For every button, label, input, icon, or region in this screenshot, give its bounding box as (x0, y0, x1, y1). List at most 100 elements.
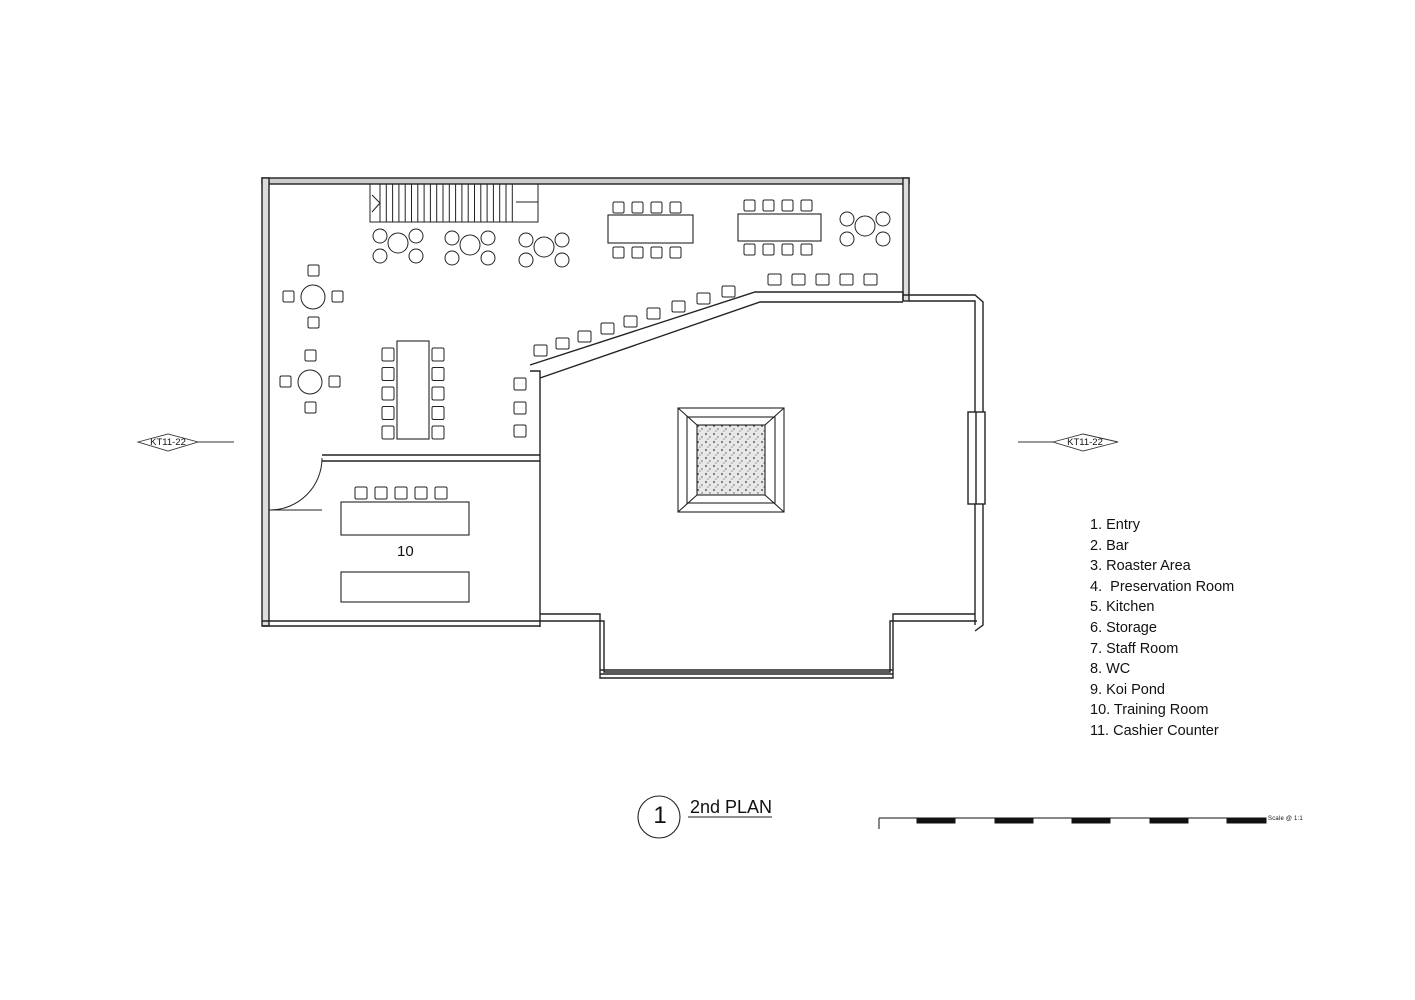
chair (434, 486, 448, 500)
chair (304, 349, 317, 362)
chair (839, 211, 855, 227)
chair (408, 228, 424, 244)
bar-stool (791, 273, 806, 286)
bar-stool (815, 273, 830, 286)
chair (381, 367, 395, 381)
chair (372, 228, 388, 244)
chair (381, 386, 395, 401)
chair (408, 248, 424, 264)
legend-item: 11. Cashier Counter (1090, 722, 1219, 739)
chair (279, 375, 292, 388)
bar-stool (623, 315, 638, 328)
chair (431, 425, 445, 440)
chair (743, 243, 756, 256)
plan-title-marker (637, 795, 772, 839)
legend-item: 9. Koi Pond (1090, 681, 1165, 698)
chair (480, 230, 496, 246)
legend-item: 4. Preservation Room (1090, 578, 1235, 595)
bar-stool (555, 337, 570, 350)
chair (431, 367, 445, 381)
bar-stool (577, 330, 592, 343)
chair (381, 347, 395, 362)
bar-stool (513, 401, 527, 415)
training-tables (340, 213, 822, 603)
bar-stool (721, 285, 736, 298)
chair (307, 264, 320, 277)
room-legend: 1. Entry 2. Bar 3. Roaster Area 4. Prese… (1090, 515, 1234, 742)
chair (781, 199, 794, 212)
chair (650, 246, 663, 259)
chair (800, 243, 813, 256)
chair (431, 347, 445, 362)
round-table (854, 215, 876, 237)
chair (480, 250, 496, 266)
chair (328, 375, 341, 388)
bar-stool (646, 307, 661, 320)
bar-stool (533, 344, 548, 357)
legend-item: 7. Staff Room (1090, 640, 1179, 657)
chair (307, 316, 320, 329)
koi-pond (677, 407, 785, 513)
chair (762, 199, 775, 212)
round-table (300, 284, 326, 310)
bar-stool (863, 273, 878, 286)
chair (372, 248, 388, 264)
chair (381, 425, 395, 440)
round-table (387, 232, 409, 254)
plan-number: 1 (653, 802, 667, 829)
legend-item: 3. Roaster Area (1090, 558, 1191, 575)
chair (554, 252, 570, 268)
exterior-walls (261, 177, 986, 679)
chair (394, 486, 408, 500)
chair (554, 232, 570, 248)
chair (444, 230, 460, 246)
section-marker-right-label: KT11-22 (1067, 437, 1103, 448)
chair (331, 290, 344, 303)
chair (444, 250, 460, 266)
bar-stool (671, 300, 686, 313)
stair (369, 183, 539, 223)
bar-stool (767, 273, 782, 286)
chair (631, 246, 644, 259)
section-markers (136, 433, 1119, 452)
bar-stool (839, 273, 854, 286)
chair (612, 201, 625, 214)
legend-item: 6. Storage (1090, 619, 1157, 636)
chair (381, 406, 395, 420)
plan-title: 2nd PLAN (690, 797, 773, 817)
round-table (459, 234, 481, 256)
scale-label: Scale @ 1:1 (1268, 816, 1303, 822)
chair (839, 231, 855, 247)
chair (374, 486, 388, 500)
chair (875, 211, 891, 227)
legend-item: 8. WC (1090, 661, 1131, 678)
bar-stool (513, 424, 527, 438)
furniture (279, 199, 891, 500)
chair (743, 199, 756, 212)
chair (414, 486, 428, 500)
bar-stool (696, 292, 711, 305)
chair (669, 201, 682, 214)
legend-item: 2. Bar (1090, 537, 1129, 554)
chair (781, 243, 794, 256)
legend-item: 10. Training Room (1090, 702, 1209, 719)
round-table (533, 236, 555, 258)
door-training-room (269, 457, 323, 511)
bar-stool (513, 377, 527, 391)
chair (650, 201, 663, 214)
chair (669, 246, 682, 259)
chair (612, 246, 625, 259)
chair (800, 199, 813, 212)
section-marker-left-label: KT11-22 (150, 437, 186, 448)
chair (354, 486, 368, 500)
chair (631, 201, 644, 214)
legend-item: 5. Kitchen (1090, 599, 1155, 616)
training-room-number: 10 (397, 543, 414, 560)
chair (518, 252, 534, 268)
legend-item: 1. Entry (1090, 517, 1140, 533)
chair (518, 232, 534, 248)
bar-stool (600, 322, 615, 335)
chair (304, 401, 317, 414)
chair (431, 386, 445, 401)
scale-bar (878, 817, 1267, 829)
